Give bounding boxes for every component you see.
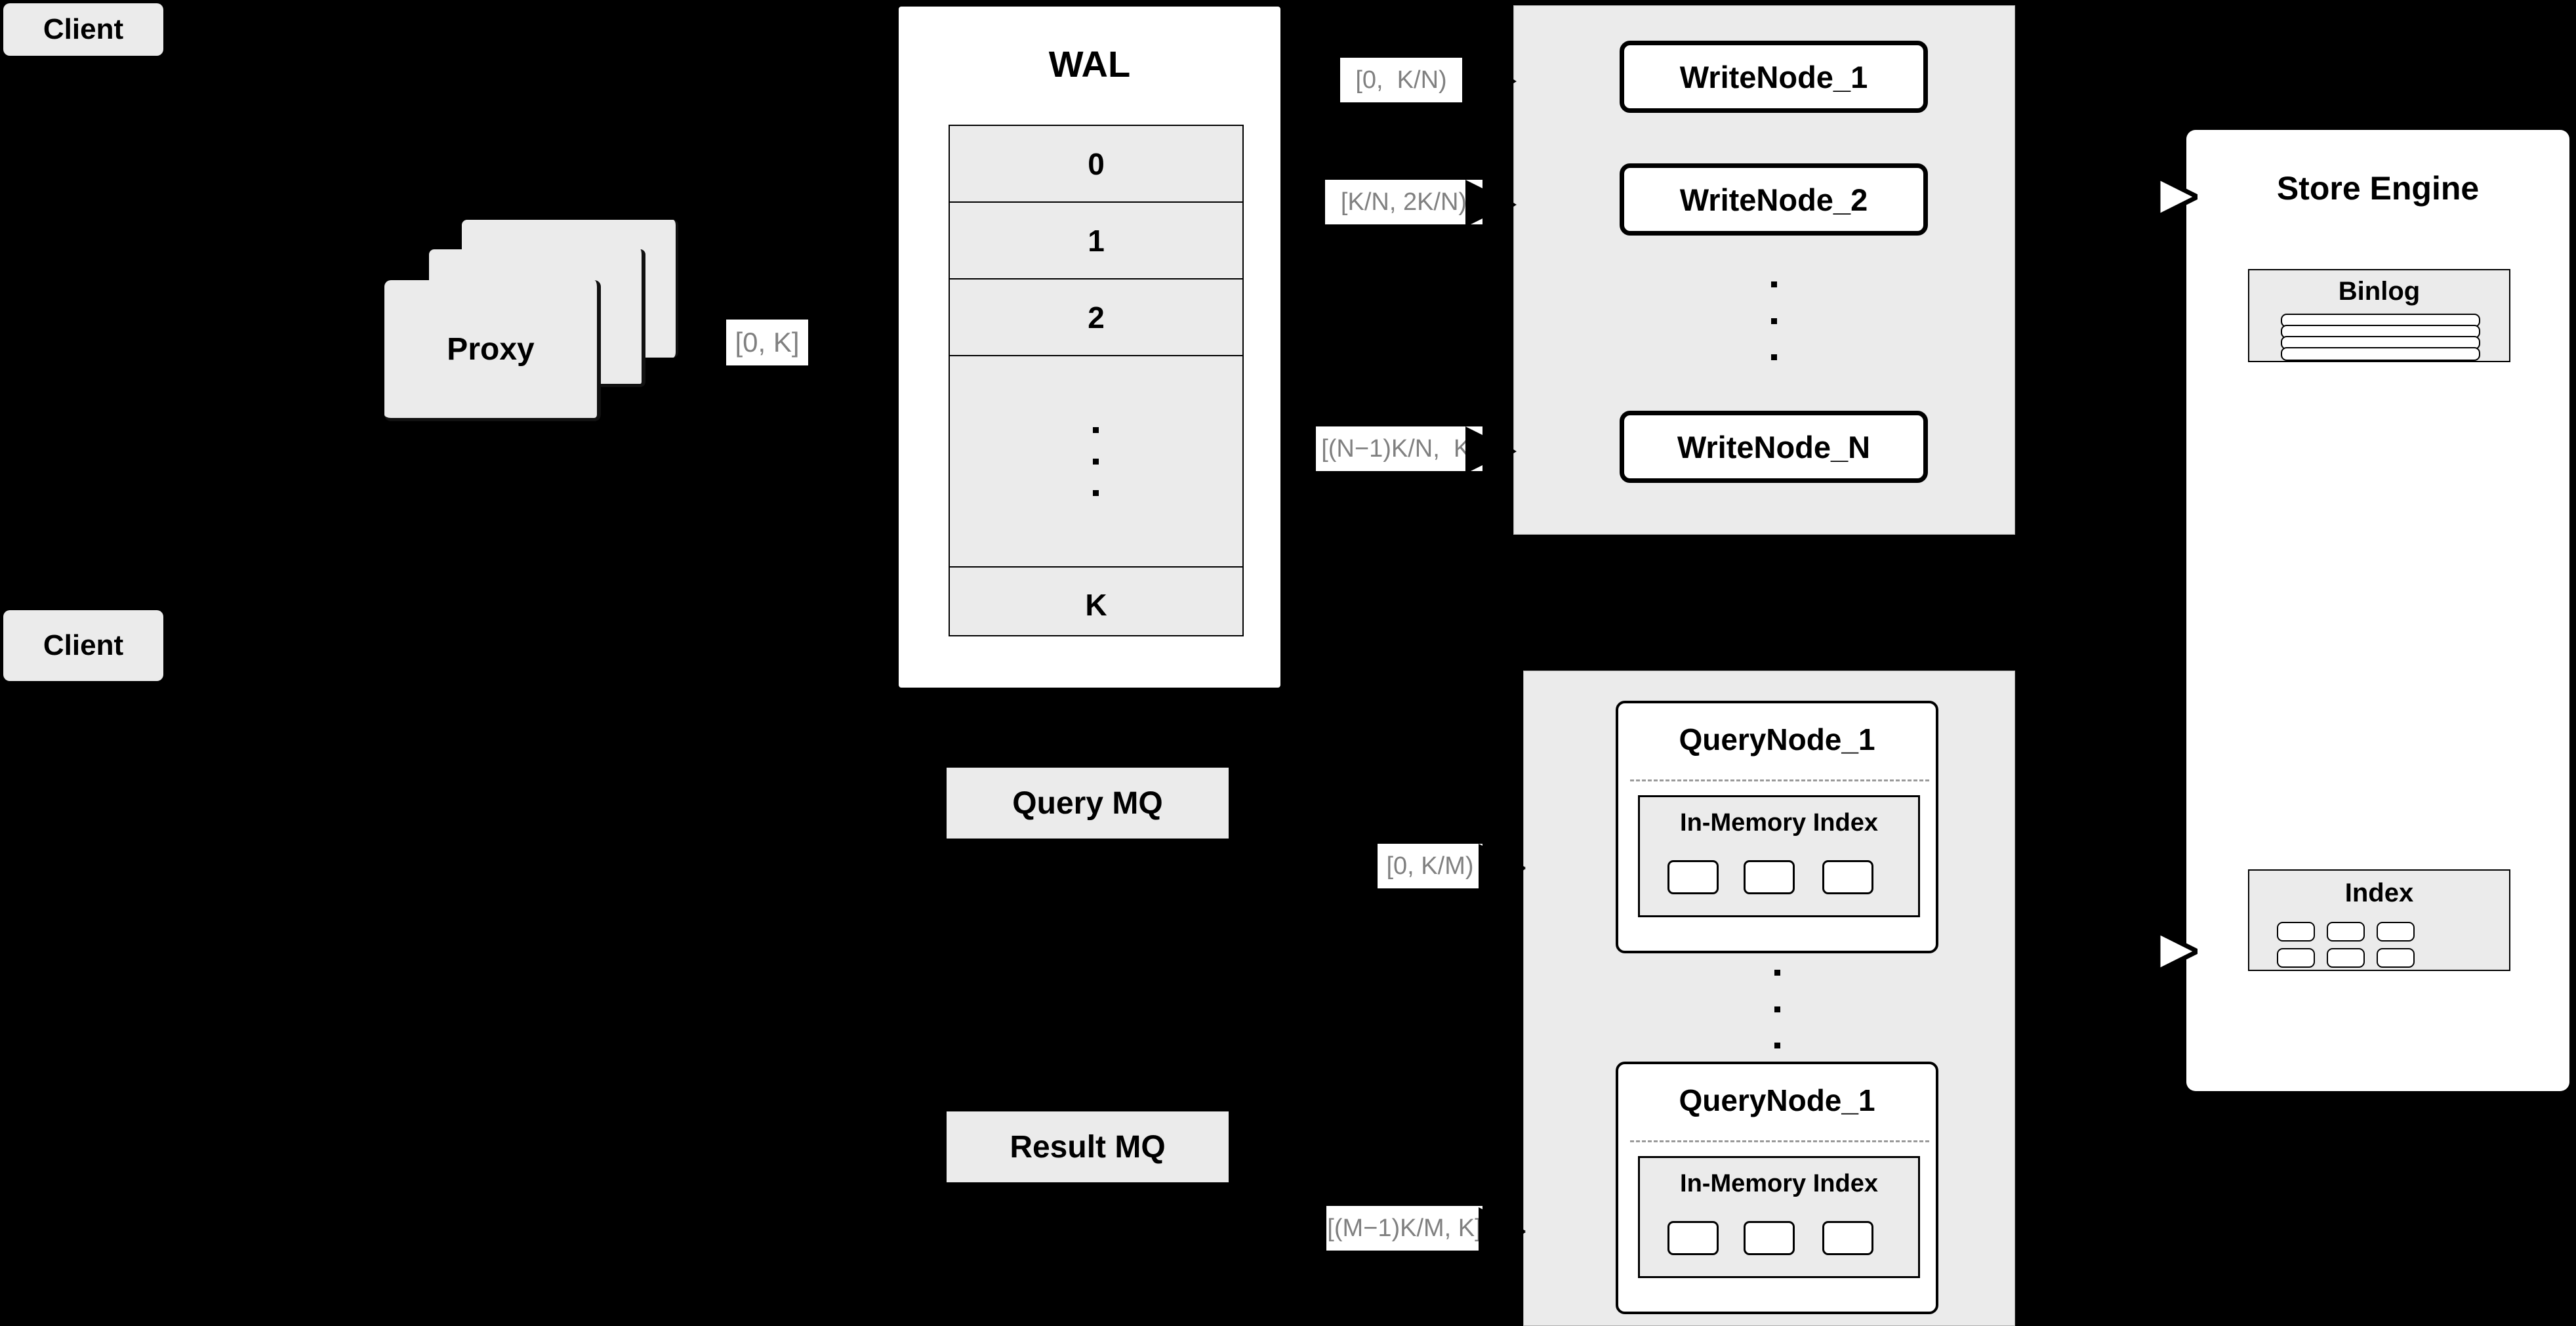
- query-node-1-divider: [1630, 779, 1929, 781]
- wal-title: WAL: [1048, 43, 1131, 85]
- proxy-card-front[interactable]: Proxy: [384, 280, 601, 421]
- edge-label-text: [0, K]: [735, 327, 800, 358]
- binlog-box: Binlog: [2248, 269, 2510, 362]
- write-node-n-label: WriteNode_N: [1677, 429, 1871, 465]
- index-segment-chip[interactable]: [1744, 1221, 1795, 1255]
- write-node-ellipsis-icon: [1771, 281, 1777, 360]
- client-box-1[interactable]: Client: [3, 3, 163, 56]
- wal-row-ellipsis: [950, 356, 1242, 568]
- query-mq-box[interactable]: Query MQ: [947, 768, 1229, 839]
- query-node-m[interactable]: QueryNode_1 In-Memory Index: [1616, 1062, 1938, 1314]
- wal-row: 2: [950, 280, 1242, 356]
- result-mq-label: Result MQ: [1010, 1129, 1166, 1165]
- client-label-1: Client: [43, 13, 124, 45]
- result-mq-box[interactable]: Result MQ: [947, 1111, 1229, 1182]
- edge-label-text: [(M−1)K/M, K]: [1327, 1214, 1482, 1242]
- write-node-n[interactable]: WriteNode_N: [1620, 411, 1928, 483]
- wal-row-value: 0: [1088, 146, 1105, 181]
- index-cell[interactable]: [2327, 948, 2365, 968]
- binlog-title: Binlog: [2338, 277, 2421, 306]
- edge-label-text: [(N−1)K/N, K]: [1321, 434, 1477, 463]
- query-mq-label: Query MQ: [1012, 785, 1163, 821]
- query-node-1[interactable]: QueryNode_1 In-Memory Index: [1616, 701, 1938, 953]
- arrowhead-query-1: [1502, 854, 1526, 883]
- proxy-stack[interactable]: Proxy: [384, 220, 693, 423]
- binlog-row[interactable]: [2281, 347, 2480, 361]
- wal-row-value: K: [1085, 587, 1107, 622]
- arrowhead-write-n: [1493, 437, 1517, 466]
- index-segment-chip[interactable]: [1822, 1221, 1873, 1255]
- query-node-1-title: QueryNode_1: [1679, 722, 1875, 756]
- write-node-2-label: WriteNode_2: [1679, 182, 1868, 217]
- index-segment-chip[interactable]: [1667, 1221, 1719, 1255]
- edge-label-proxy-to-wal: [0, K]: [726, 320, 808, 365]
- query-node-ellipsis-icon: [1774, 970, 1780, 1048]
- client-label-2: Client: [43, 629, 124, 661]
- wal-row-value: 1: [1088, 223, 1105, 258]
- vertical-ellipsis-icon: [1093, 427, 1099, 496]
- edge-label-text: [K/N, 2K/N): [1340, 188, 1467, 216]
- write-node-1-label: WriteNode_1: [1679, 59, 1868, 94]
- wal-row: 1: [950, 203, 1242, 280]
- index-cell[interactable]: [2277, 922, 2315, 942]
- arrowhead-write-1: [1493, 67, 1517, 96]
- in-memory-index-1-title: In-Memory Index: [1680, 809, 1878, 837]
- arrowhead-query-m: [1502, 1218, 1526, 1247]
- query-node-m-title: QueryNode_1: [1679, 1083, 1875, 1117]
- index-segment-chip[interactable]: [1667, 860, 1719, 894]
- write-node-2[interactable]: WriteNode_2: [1620, 163, 1928, 236]
- query-node-m-divider: [1630, 1140, 1929, 1142]
- index-title: Index: [2344, 879, 2414, 907]
- edge-label-wal-to-write-2: [K/N, 2K/N): [1325, 180, 1482, 224]
- edge-label-wal-to-write-n: [(N−1)K/N, K]: [1316, 426, 1482, 471]
- index-box: Index: [2248, 869, 2510, 971]
- store-engine-title: Store Engine: [2276, 170, 2480, 207]
- wal-row: 0: [950, 126, 1242, 203]
- query-node-group: QueryNode_1 In-Memory Index QueryNode_1 …: [1523, 671, 2015, 1326]
- index-cell[interactable]: [2377, 922, 2415, 942]
- index-cell[interactable]: [2327, 922, 2365, 942]
- client-box-2[interactable]: Client: [3, 610, 163, 681]
- edge-label-text: [0, K/N): [1355, 66, 1447, 94]
- arrowhead-write-2: [1493, 190, 1517, 219]
- write-node-group: WriteNode_1 WriteNode_2 WriteNode_N: [1513, 5, 2015, 535]
- edge-label-mq-to-query-1: [0, K/M): [1378, 844, 1482, 888]
- in-memory-index-m: In-Memory Index: [1638, 1156, 1920, 1278]
- write-node-1[interactable]: WriteNode_1: [1620, 41, 1928, 113]
- edge-label-wal-to-write-1: [0, K/N): [1340, 58, 1462, 102]
- index-cell[interactable]: [2377, 948, 2415, 968]
- index-segment-chip[interactable]: [1822, 860, 1873, 894]
- wal-table: 0 1 2 K: [949, 125, 1244, 636]
- wal-row-value: 2: [1088, 300, 1105, 335]
- edge-label-mq-to-query-m: [(M−1)K/M, K]: [1326, 1206, 1482, 1251]
- store-engine-panel: Store Engine Binlog Index: [2186, 130, 2569, 1091]
- index-segment-chip[interactable]: [1744, 860, 1795, 894]
- wal-panel: WAL 0 1 2 K: [897, 5, 1282, 689]
- in-memory-index-m-title: In-Memory Index: [1680, 1170, 1878, 1197]
- proxy-label: Proxy: [447, 331, 535, 367]
- edge-label-text: [0, K/M): [1386, 852, 1474, 880]
- index-cell[interactable]: [2277, 948, 2315, 968]
- in-memory-index-1: In-Memory Index: [1638, 795, 1920, 917]
- wal-row: K: [950, 568, 1242, 642]
